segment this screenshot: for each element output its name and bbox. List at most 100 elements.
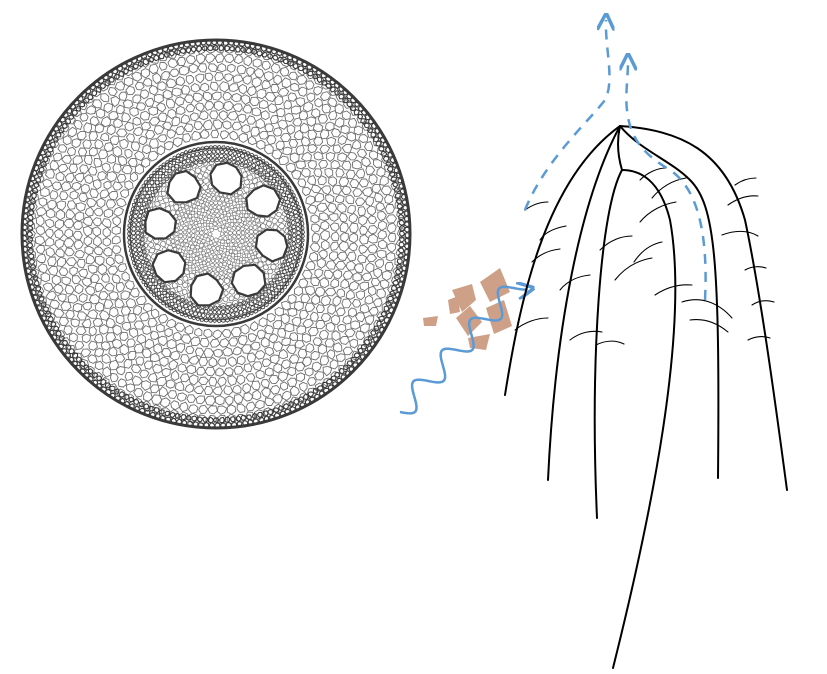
tissue-cell [167,58,179,69]
tissue-cell [233,303,239,308]
tissue-cell [152,72,162,85]
tissue-cell [133,320,145,330]
tissue-cell [169,291,175,296]
tissue-cell [239,249,244,254]
tissue-cell [51,334,58,341]
tissue-cell [100,273,110,283]
tissue-cell [291,241,297,246]
tissue-cell [195,235,201,241]
tissue-cell [328,213,339,222]
tissue-cell [194,266,200,271]
tissue-cell [284,112,295,123]
tissue-cell [237,314,242,320]
tissue-cell [174,291,181,298]
tissue-cell [176,285,183,292]
tissue-cell [183,149,189,156]
tissue-cell [235,226,241,231]
tissue-cell [255,399,265,410]
tissue-cell [269,385,281,395]
tissue-cell [306,92,316,103]
tissue-cell [159,386,169,398]
tissue-cell [65,309,75,320]
tissue-cell [390,284,398,292]
tissue-cell [83,372,91,379]
tissue-cell [174,240,180,245]
tissue-cell [237,306,243,311]
dashed-upward-arrow-icon [626,60,707,301]
tissue-cell [277,119,289,130]
tissue-cell [283,195,288,202]
tissue-cell [56,293,67,303]
tissue-cell [203,198,208,203]
tissue-cell [21,218,28,226]
tissue-cell [342,89,349,96]
tissue-cell [224,265,229,270]
root-hair [569,330,603,341]
tissue-cell [131,230,136,236]
tissue-cell [46,325,53,331]
tissue-cell [202,159,209,166]
tissue-cell [264,397,275,406]
tissue-cell [231,93,242,103]
tissue-cell [238,200,243,206]
tissue-cell [270,296,276,302]
tissue-cell [200,317,205,322]
tissue-cell [137,263,143,268]
tissue-cell [311,361,323,373]
tissue-cell [217,313,223,319]
tissue-cell [183,213,189,218]
tissue-cell [198,214,204,220]
tissue-cell [171,160,176,166]
tissue-cell [349,105,357,112]
tissue-cell [89,115,100,127]
tissue-cell [188,63,199,74]
tissue-cell [240,230,246,236]
tissue-cell [133,251,139,257]
tissue-cell [247,333,258,343]
tissue-cell [73,99,80,106]
tissue-cell [154,244,162,251]
tissue-cell [54,238,65,250]
tissue-cell [218,235,223,241]
xylem-vessel [230,263,267,298]
tissue-cell [67,126,78,138]
tissue-cell [204,145,210,151]
tissue-cell [168,359,179,371]
tissue-cell [273,293,279,299]
tissue-cell [291,233,297,238]
tissue-cell [322,387,330,394]
tissue-cell [307,326,319,337]
tissue-cell [330,241,340,251]
tissue-cell [377,229,387,240]
tissue-cell [207,63,218,73]
tissue-cell [61,155,72,164]
tissue-cell [273,288,279,293]
tissue-cell [120,305,132,316]
tissue-cell [367,225,379,235]
tissue-cell [208,376,218,387]
tissue-cell [107,86,118,97]
tissue-cell [237,113,247,124]
tissue-cell [350,356,357,363]
tissue-cell [137,251,143,256]
tissue-cell [198,404,209,415]
tissue-cell [121,271,130,282]
tissue-cell [187,213,193,219]
tissue-cell [160,414,166,422]
tissue-cell [209,249,215,255]
tissue-cell [31,187,38,194]
tissue-cell [271,217,279,225]
tissue-cell [212,242,217,246]
tissue-cell [114,395,122,402]
tissue-cell [60,301,72,311]
tissue-cell [345,93,353,100]
tissue-cell [192,92,204,103]
tissue-cell [213,100,224,112]
tissue-cell [27,278,34,285]
tissue-cell [286,344,297,355]
tissue-cell [167,162,173,168]
tissue-cell [133,343,144,354]
tissue-cell [345,260,357,271]
tissue-cell [23,201,30,209]
soil-particles [423,268,512,350]
